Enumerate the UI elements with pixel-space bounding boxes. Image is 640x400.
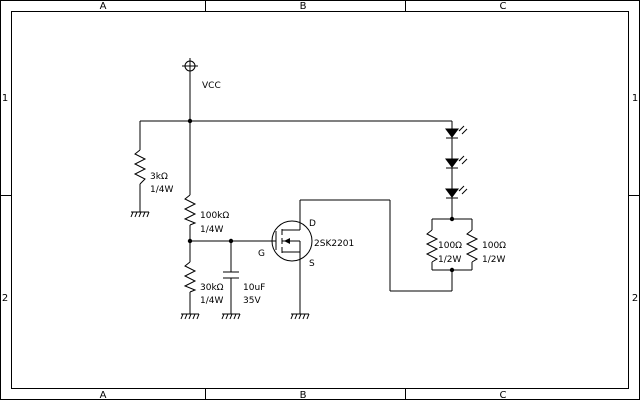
r2-value-label: 100kΩ: [200, 211, 229, 221]
led-d1[interactable]: [445, 125, 468, 139]
junction-dot: [449, 216, 455, 222]
resistor-r5[interactable]: 100Ω 1/2W: [465, 229, 506, 265]
r2-power-label: 1/4W: [200, 225, 223, 235]
r4-value-label: 100Ω: [438, 241, 462, 251]
resistor-r3[interactable]: 30kΩ 1/4W: [183, 261, 224, 306]
wires: [139, 120, 473, 314]
zone-label-row-2-left: 2: [2, 293, 8, 304]
junction-dot: [187, 118, 193, 124]
ground-symbol-c1: [221, 313, 241, 320]
ground-symbol-q1: [290, 313, 310, 320]
resistor-r4[interactable]: 100Ω 1/2W: [425, 229, 462, 265]
zone-label-col-a-bottom: A: [100, 390, 107, 400]
q1-source-label: S: [309, 259, 315, 269]
zone-label-col-c-bottom: C: [500, 390, 507, 400]
zone-label-col-a-top: A: [100, 1, 107, 12]
ground-symbol-r3: [180, 313, 200, 320]
zone-label-col-b-bottom: B: [300, 390, 307, 400]
zone-label-row-1-right: 1: [632, 93, 638, 104]
q1-part-label: 2SK2201: [314, 239, 354, 249]
junction-dot: [449, 267, 455, 273]
capacitor-c1[interactable]: 10uF 35V: [223, 271, 265, 306]
junctions: [187, 118, 455, 273]
junction-dot: [187, 238, 193, 244]
led-d3[interactable]: [445, 185, 468, 199]
r1-power-label: 1/4W: [150, 185, 173, 195]
zone-label-col-b-top: B: [300, 1, 307, 12]
c1-voltage-label: 35V: [243, 296, 261, 306]
zone-label-row-1-left: 1: [2, 93, 8, 104]
led-d2[interactable]: [445, 155, 468, 169]
resistor-r1[interactable]: 3kΩ 1/4W: [133, 149, 173, 195]
zone-label-row-2-right: 2: [632, 293, 638, 304]
vcc-label: VCC: [202, 81, 221, 91]
r5-power-label: 1/2W: [482, 255, 505, 265]
mosfet-q1[interactable]: G D S 2SK2201: [258, 219, 354, 269]
c1-value-label: 10uF: [243, 283, 265, 293]
r1-value-label: 3kΩ: [150, 172, 168, 182]
r3-value-label: 30kΩ: [200, 283, 224, 293]
vcc-terminal[interactable]: VCC: [182, 58, 221, 121]
q1-drain-label: D: [309, 219, 316, 229]
resistor-r2[interactable]: 100kΩ 1/4W: [183, 194, 229, 235]
r3-power-label: 1/4W: [200, 296, 223, 306]
q1-gate-label: G: [258, 249, 265, 259]
r4-power-label: 1/2W: [438, 255, 461, 265]
ground-symbol-r1: [130, 211, 150, 218]
zone-label-col-c-top: C: [500, 1, 507, 12]
r5-value-label: 100Ω: [482, 241, 506, 251]
junction-dot: [228, 238, 234, 244]
